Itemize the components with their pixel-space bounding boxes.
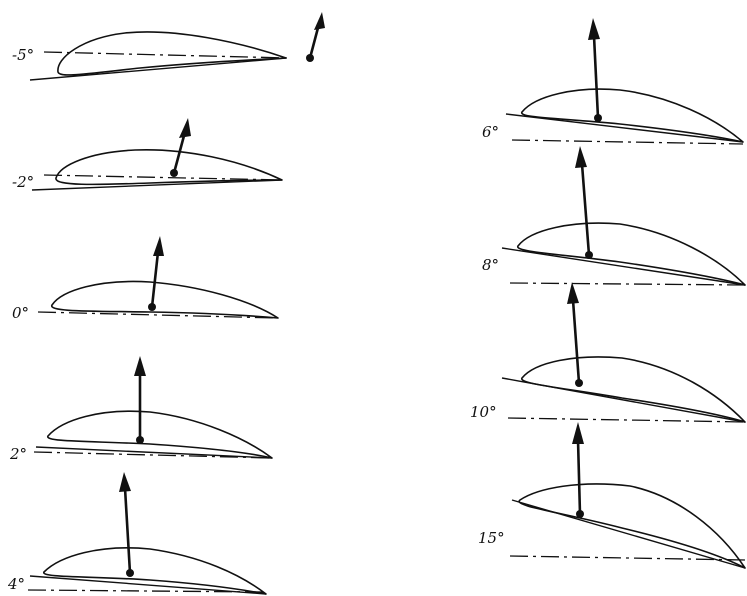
angle-label: 10° (470, 403, 497, 421)
angle-label: 4° (7, 575, 25, 593)
airfoil-outline (518, 483, 746, 569)
angle-label: 15° (478, 529, 505, 547)
chord-line (501, 247, 746, 286)
angle-label: 6° (482, 123, 499, 141)
chord-line (31, 179, 283, 191)
center-of-pressure (170, 169, 178, 177)
airfoil-outline (521, 88, 744, 143)
force-arrow (150, 250, 160, 309)
chord-line (29, 575, 267, 595)
force-arrow-head (179, 118, 191, 138)
force-arrow (123, 486, 132, 575)
force-arrow-head (119, 472, 131, 492)
reference-line (37, 311, 279, 319)
reference-line (27, 589, 267, 593)
chord-line (35, 446, 273, 459)
force-arrow (308, 22, 321, 60)
reference-line (43, 51, 289, 59)
force-arrow (571, 298, 581, 385)
profile-15: 15° (478, 422, 746, 569)
force-arrow-head (572, 422, 584, 444)
center-of-pressure (136, 436, 144, 444)
airfoil-outline (51, 280, 279, 319)
profile-0: 0° (12, 236, 279, 322)
force-arrow (576, 438, 582, 516)
center-of-pressure (585, 251, 593, 259)
center-of-pressure (575, 379, 583, 387)
airfoil-outline (43, 547, 267, 595)
chord-line (505, 113, 744, 143)
force-arrow-head (575, 146, 587, 168)
angle-label: -5° (12, 46, 34, 64)
force-arrow-head (567, 282, 579, 304)
profile-2: 2° (9, 356, 273, 463)
airfoil-outline (517, 222, 746, 286)
reference-line (509, 555, 746, 561)
angle-label: 8° (482, 256, 499, 274)
reference-line (509, 282, 746, 286)
profile-6: 6° (482, 18, 744, 145)
profile-4: 4° (7, 472, 267, 595)
angle-label: 2° (9, 445, 27, 463)
profile-10: 10° (470, 282, 746, 423)
chord-line (29, 57, 287, 81)
center-of-pressure (594, 114, 602, 122)
chord-line (501, 377, 746, 423)
profile-minus-5: -5° (12, 12, 325, 81)
reference-line (33, 451, 273, 459)
center-of-pressure (306, 54, 314, 62)
force-arrow-head (588, 18, 600, 40)
force-arrow-head (153, 236, 164, 256)
reference-line (511, 139, 744, 145)
angle-label: -2° (12, 173, 34, 191)
force-arrow (592, 34, 600, 120)
airfoil-outline (521, 356, 746, 423)
force-arrow-head (314, 12, 325, 30)
profile-minus-2: -2° (12, 118, 283, 191)
airfoil-outline (57, 31, 287, 76)
center-of-pressure (576, 510, 584, 518)
force-arrow-head (134, 356, 146, 376)
chord-line (511, 499, 746, 569)
reference-line (43, 174, 283, 181)
center-of-pressure (126, 569, 134, 577)
center-of-pressure (148, 303, 156, 311)
angle-label: 0° (12, 304, 29, 322)
reference-line (507, 417, 746, 423)
airfoil-outline (47, 410, 273, 459)
force-arrow (172, 130, 187, 175)
force-arrow (580, 162, 591, 257)
profile-8: 8° (482, 146, 746, 286)
airfoil-outline (55, 148, 283, 186)
